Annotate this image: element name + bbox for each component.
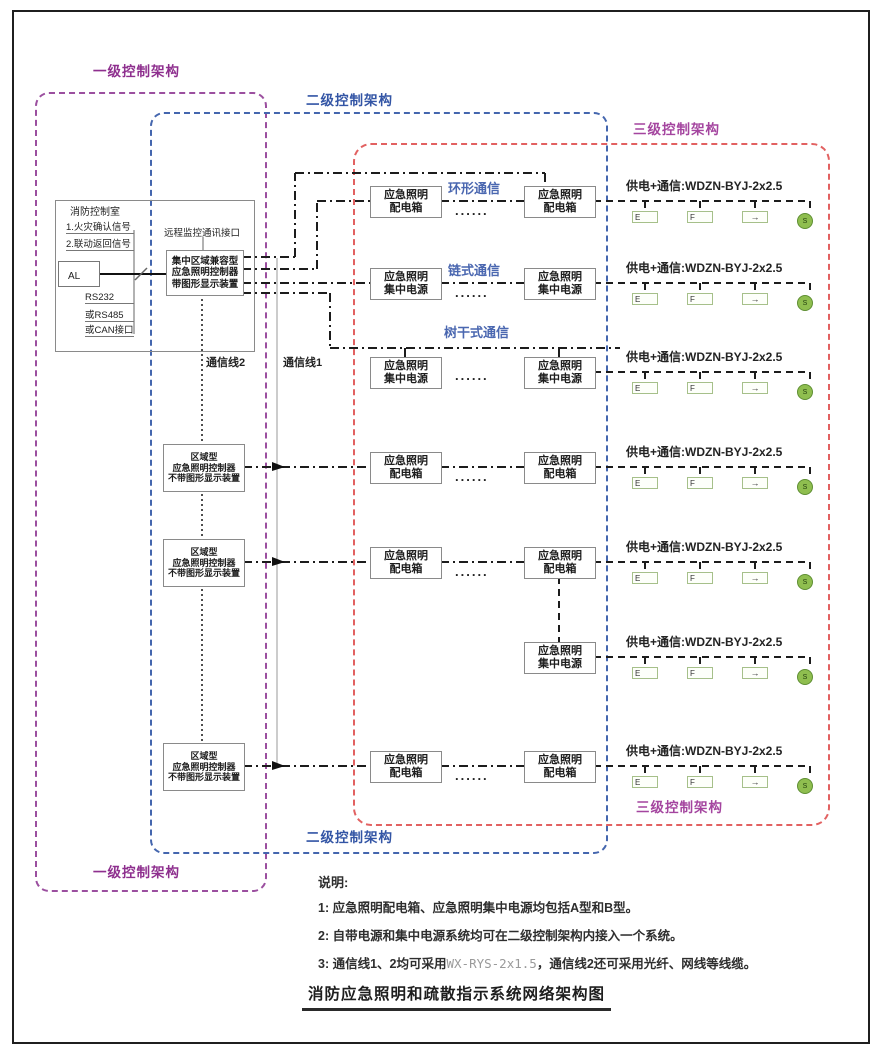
lamp-row-4: 供电+通信:WDZN-BYJ-2x2.5 E F → S bbox=[594, 443, 828, 495]
regional-controller-box-3: 区域型 应急照明控制器 不带图形显示装置 bbox=[163, 743, 245, 791]
emergency-lamp-f-icon: F bbox=[687, 293, 713, 305]
dist-box-row4-right: 应急照明 配电箱 bbox=[524, 452, 596, 484]
central-controller-box: 集中区域兼容型 应急照明控制器 带图形显示装置 bbox=[166, 250, 244, 296]
comm-line2-label: 通信线2 bbox=[206, 357, 246, 369]
lamp-row-3: 供电+通信:WDZN-BYJ-2x2.5 E F → S bbox=[594, 348, 828, 400]
exit-direction-sign-icon: → bbox=[742, 293, 768, 305]
level3-label-top: 三级控制架构 bbox=[633, 122, 720, 137]
emergency-lamp-f-icon: F bbox=[687, 211, 713, 223]
emergency-lamp-e-icon: E bbox=[632, 477, 658, 489]
power-comm-label: 供电+通信:WDZN-BYJ-2x2.5 bbox=[626, 635, 783, 649]
note-item-3: 3: 通信线1、2均可采用WX-RYS-2x1.5，通信线2还可采用光纤、网线等… bbox=[318, 953, 848, 972]
round-lamp-icon: S bbox=[797, 669, 813, 685]
power-comm-label: 供电+通信:WDZN-BYJ-2x2.5 bbox=[626, 350, 783, 364]
level1-label-bottom: 一级控制架构 bbox=[93, 865, 180, 880]
round-lamp-icon: S bbox=[797, 574, 813, 590]
lamp-row-2: 供电+通信:WDZN-BYJ-2x2.5 E F → S bbox=[594, 259, 828, 311]
diagram-title: 消防应急照明和疏散指示系统网络架构图 bbox=[302, 982, 612, 1011]
note-item-2: 2: 自带电源和集中电源系统均可在二级控制架构内接入一个系统。 bbox=[318, 929, 683, 943]
comm-line1-label: 通信线1 bbox=[283, 357, 323, 369]
emergency-lamp-f-icon: F bbox=[687, 572, 713, 584]
lamp-row-5: 供电+通信:WDZN-BYJ-2x2.5 E F → S bbox=[594, 538, 828, 590]
central-power-row3-left: 应急照明 集中电源 bbox=[370, 357, 442, 389]
emergency-lamp-e-icon: E bbox=[632, 776, 658, 788]
exit-direction-sign-icon: → bbox=[742, 572, 768, 584]
port-rs485-label: 或RS485 bbox=[85, 307, 134, 322]
exit-direction-sign-icon: → bbox=[742, 667, 768, 679]
dist-box-row4-left: 应急照明 配电箱 bbox=[370, 452, 442, 484]
round-lamp-icon: S bbox=[797, 384, 813, 400]
notes-heading: 说明: bbox=[318, 875, 349, 890]
ellipsis-row5: ...... bbox=[455, 564, 489, 579]
ellipsis-row1: ...... bbox=[455, 203, 489, 218]
outer-border bbox=[12, 10, 870, 1044]
emergency-lamp-f-icon: F bbox=[687, 477, 713, 489]
note-item-1: 1: 应急照明配电箱、应急照明集中电源均包括A型和B型。 bbox=[318, 901, 639, 915]
ring-comm-label: 环形通信 bbox=[448, 181, 501, 196]
emergency-lamp-e-icon: E bbox=[632, 382, 658, 394]
dist-box-row5-right: 应急照明 配电箱 bbox=[524, 547, 596, 579]
note3-suffix: ，通信线2还可采用光纤、网线等线缆。 bbox=[536, 957, 757, 971]
regional-controller-box-2: 区域型 应急照明控制器 不带图形显示装置 bbox=[163, 539, 245, 587]
fire-control-room-title: 消防控制室 bbox=[70, 207, 120, 218]
dist-box-row7-left: 应急照明 配电箱 bbox=[370, 751, 442, 783]
ellipsis-row7: ...... bbox=[455, 768, 489, 783]
lamp-row-6: 供电+通信:WDZN-BYJ-2x2.5 E F → S bbox=[594, 633, 828, 685]
round-lamp-icon: S bbox=[797, 213, 813, 229]
power-comm-label: 供电+通信:WDZN-BYJ-2x2.5 bbox=[626, 179, 783, 193]
dist-box-row1-right: 应急照明 配电箱 bbox=[524, 186, 596, 218]
dist-box-row1-left: 应急照明 配电箱 bbox=[370, 186, 442, 218]
exit-direction-sign-icon: → bbox=[742, 776, 768, 788]
fire-confirm-signal-label: 1.火灾确认信号 bbox=[66, 219, 134, 234]
emergency-lamp-f-icon: F bbox=[687, 776, 713, 788]
level3-label-bottom: 三级控制架构 bbox=[636, 800, 723, 815]
note3-prefix: 3: 通信线1、2均可采用 bbox=[318, 957, 447, 971]
port-rs232-label: RS232 bbox=[85, 292, 134, 304]
emergency-lamp-f-icon: F bbox=[687, 382, 713, 394]
dist-box-row5-left: 应急照明 配电箱 bbox=[370, 547, 442, 579]
ellipsis-row4: ...... bbox=[455, 469, 489, 484]
level1-zone-box bbox=[35, 92, 267, 892]
round-lamp-icon: S bbox=[797, 479, 813, 495]
power-comm-label: 供电+通信:WDZN-BYJ-2x2.5 bbox=[626, 540, 783, 554]
al-box: AL bbox=[58, 261, 100, 287]
emergency-lamp-e-icon: E bbox=[632, 667, 658, 679]
ellipsis-row2: ...... bbox=[455, 285, 489, 300]
chain-comm-label: 链式通信 bbox=[448, 263, 501, 278]
dist-box-row7-right: 应急照明 配电箱 bbox=[524, 751, 596, 783]
notes-block: 说明: 1: 应急照明配电箱、应急照明集中电源均包括A型和B型。 2: 自带电源… bbox=[318, 872, 848, 981]
lamp-row-1: 供电+通信:WDZN-BYJ-2x2.5 E F → S bbox=[594, 177, 828, 229]
exit-direction-sign-icon: → bbox=[742, 477, 768, 489]
level2-zone-box bbox=[150, 112, 608, 854]
port-can-label: 或CAN接口 bbox=[85, 322, 134, 337]
lamp-row-7: 供电+通信:WDZN-BYJ-2x2.5 E F → S bbox=[594, 742, 828, 794]
power-comm-label: 供电+通信:WDZN-BYJ-2x2.5 bbox=[626, 744, 783, 758]
note3-cable-code: WX-RYS-2x1.5 bbox=[446, 956, 537, 971]
power-comm-label: 供电+通信:WDZN-BYJ-2x2.5 bbox=[626, 261, 783, 275]
regional-controller-box-1: 区域型 应急照明控制器 不带图形显示装置 bbox=[163, 444, 245, 492]
trunk-comm-label: 树干式通信 bbox=[444, 325, 510, 340]
level2-label-top: 二级控制架构 bbox=[306, 93, 393, 108]
emergency-lamp-e-icon: E bbox=[632, 572, 658, 584]
central-power-row2-right: 应急照明 集中电源 bbox=[524, 268, 596, 300]
round-lamp-icon: S bbox=[797, 778, 813, 794]
emergency-lamp-f-icon: F bbox=[687, 667, 713, 679]
level3-zone-box bbox=[353, 143, 830, 826]
central-power-row2-left: 应急照明 集中电源 bbox=[370, 268, 442, 300]
fire-control-room-box bbox=[55, 200, 255, 352]
level1-label-top: 一级控制架构 bbox=[93, 64, 180, 79]
power-comm-label: 供电+通信:WDZN-BYJ-2x2.5 bbox=[626, 445, 783, 459]
exit-direction-sign-icon: → bbox=[742, 211, 768, 223]
level2-label-bottom: 二级控制架构 bbox=[306, 830, 393, 845]
remote-monitor-port-label: 远程监控通讯接口 bbox=[164, 228, 241, 239]
emergency-lamp-e-icon: E bbox=[632, 211, 658, 223]
ellipsis-row3: ...... bbox=[455, 368, 489, 383]
round-lamp-icon: S bbox=[797, 295, 813, 311]
central-power-row3-right: 应急照明 集中电源 bbox=[524, 357, 596, 389]
emergency-lamp-e-icon: E bbox=[632, 293, 658, 305]
exit-direction-sign-icon: → bbox=[742, 382, 768, 394]
linkage-return-signal-label: 2.联动返回信号 bbox=[66, 236, 134, 251]
central-power-row6: 应急照明 集中电源 bbox=[524, 642, 596, 674]
